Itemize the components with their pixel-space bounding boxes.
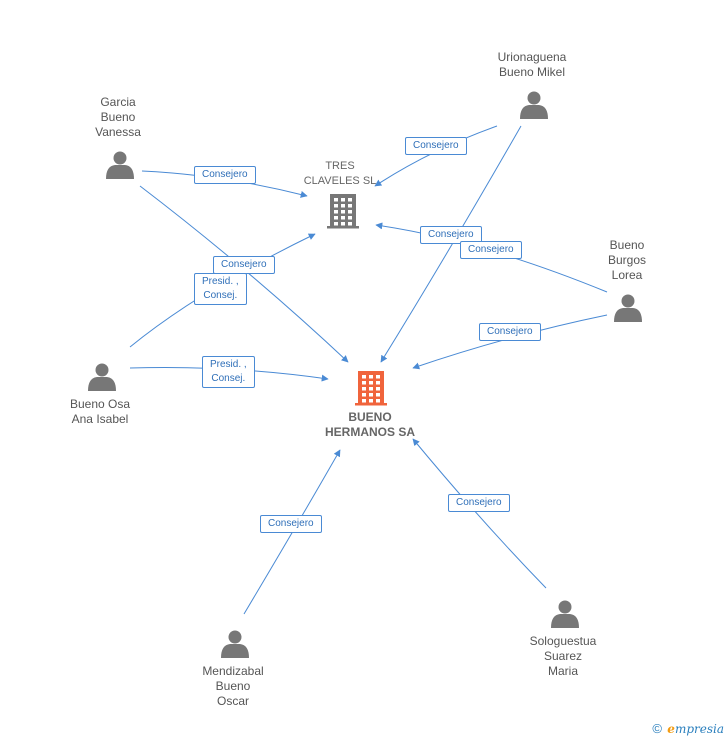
node-label-urionaguena[interactable]: Urionaguena Bueno Mikel [497, 50, 567, 79]
building-icon[interactable] [355, 371, 387, 406]
node-label-bueno_osa[interactable]: Bueno Osa Ana Isabel [69, 397, 131, 426]
person-icon[interactable] [614, 294, 642, 323]
node-label-garcia[interactable]: Garcia Bueno Vanessa [95, 95, 141, 139]
person-icon[interactable] [106, 151, 134, 180]
node-label-tres_claveles[interactable]: TRES CLAVELES SL [303, 160, 377, 187]
copyright-symbol: © [652, 721, 662, 736]
node-label-bueno_burgos[interactable]: Bueno Burgos Lorea [607, 238, 647, 282]
edge-urionaguena-to-bueno_hermanos [380, 125, 522, 363]
node-label-bueno_hermanos[interactable]: BUENO HERMANOS SA [324, 410, 416, 439]
node-label-mendizabal[interactable]: Mendizabal Bueno Oscar [202, 664, 264, 708]
footer-brand: © empresia [652, 721, 724, 736]
edge-label-urionaguena-tres_claveles[interactable]: Consejero [405, 137, 467, 155]
person-icon[interactable] [551, 600, 579, 629]
edge-urionaguena-to-tres_claveles [374, 125, 498, 187]
edge-label-bueno_burgos-tres_claveles[interactable]: Consejero [420, 226, 482, 244]
edge-sologuestua-to-bueno_hermanos [412, 438, 547, 589]
edge-label-urionaguena-bueno_hermanos[interactable]: Consejero [460, 241, 522, 259]
edge-label-bueno_burgos-bueno_hermanos[interactable]: Consejero [479, 323, 541, 341]
empresia-logo[interactable]: empresia [667, 722, 724, 736]
edge-label-garcia-bueno_hermanos[interactable]: Presid. , Consej. [194, 273, 247, 305]
edge-label-bueno_osa-tres_claveles[interactable]: Consejero [213, 256, 275, 274]
person-icon[interactable] [221, 630, 249, 659]
edge-label-mendizabal-bueno_hermanos[interactable]: Consejero [260, 515, 322, 533]
building-icon[interactable] [327, 194, 359, 229]
edge-label-sologuestua-bueno_hermanos[interactable]: Consejero [448, 494, 510, 512]
person-icon[interactable] [88, 363, 116, 392]
edge-label-bueno_osa-bueno_hermanos[interactable]: Presid. , Consej. [202, 356, 255, 388]
person-icon[interactable] [520, 91, 548, 120]
edge-label-garcia-tres_claveles[interactable]: Consejero [194, 166, 256, 184]
node-label-sologuestua[interactable]: Sologuestua Suarez Maria [529, 634, 597, 678]
